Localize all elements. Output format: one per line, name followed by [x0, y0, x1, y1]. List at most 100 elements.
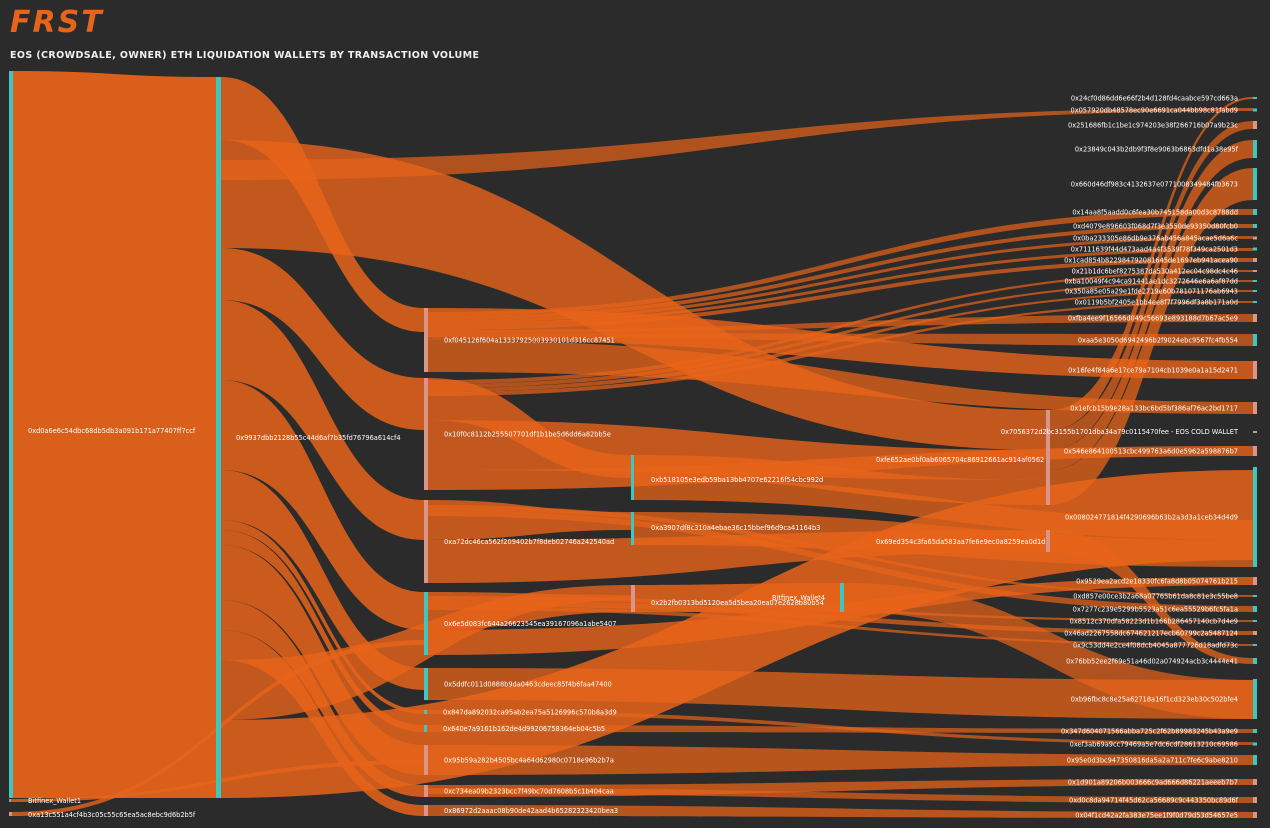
flow-link: [221, 380, 424, 630]
sankey-node[interactable]: [840, 583, 844, 612]
sankey-node[interactable]: [1253, 236, 1257, 240]
sankey-node[interactable]: [1253, 620, 1257, 622]
flow-link: [428, 270, 1253, 384]
sankey-node[interactable]: [1253, 446, 1257, 456]
sankey-node[interactable]: [1253, 121, 1257, 129]
sankey-node[interactable]: [1253, 301, 1257, 303]
sankey-node[interactable]: [216, 77, 221, 798]
sankey-node[interactable]: [424, 500, 428, 583]
sankey-node[interactable]: [1046, 410, 1050, 505]
sankey-node[interactable]: [424, 725, 427, 732]
flow-link: [221, 248, 424, 430]
sankey-node[interactable]: [9, 71, 13, 798]
sankey-node[interactable]: [1253, 168, 1257, 200]
sankey-node[interactable]: [1253, 779, 1257, 785]
flow-link: [428, 308, 1253, 379]
node-label: 0xb518105e3edb59ba13bb4707e62216f54cbc99…: [651, 476, 823, 484]
node-label: 0x95e0d3bc947350816da5a2a711c7fe6c9abe82…: [1067, 756, 1238, 764]
node-label: 0x008024771814f4290696b63b2a3d3a1ceb34d4…: [1065, 513, 1238, 521]
sankey-node[interactable]: [1253, 679, 1257, 719]
sankey-node[interactable]: [631, 512, 634, 545]
node-label: 0x1efcb15b9e28a133bc6bd5bf386af76ac2bd17…: [1070, 404, 1238, 412]
sankey-node[interactable]: [1253, 797, 1257, 803]
node-label: 0x847da892032ca95ab2ea75a5126996c570b8a3…: [443, 708, 617, 716]
node-label: 0x0ba233305e86db9e376ab456a845acae5d6a6c: [1073, 234, 1238, 242]
sankey-node[interactable]: [1253, 742, 1257, 746]
flow-link: [221, 530, 424, 732]
sankey-node[interactable]: [1253, 314, 1257, 322]
sankey-node[interactable]: [1253, 290, 1257, 292]
sankey-node[interactable]: [1253, 729, 1257, 733]
node-label: 0xf045126f604a13337925003930101d316cc874…: [444, 336, 615, 344]
flow-link: [428, 745, 1253, 775]
sankey-node[interactable]: [1253, 812, 1257, 818]
flow-link: [221, 520, 424, 714]
sankey-node[interactable]: [424, 378, 428, 490]
flow-link: [428, 340, 1253, 414]
diagram-title: EOS (CROWDSALE, OWNER) ETH LIQUIDATION W…: [10, 50, 480, 61]
sankey-node[interactable]: [1253, 108, 1257, 112]
sankey-node[interactable]: [1253, 631, 1257, 635]
sankey-node[interactable]: [1253, 431, 1257, 433]
sankey-node[interactable]: [424, 745, 428, 775]
node-label: 0xd0c8da94714f45d62ca56689c9c443350bc89d…: [1069, 796, 1239, 804]
sankey-node[interactable]: [424, 308, 428, 372]
sankey-node[interactable]: [1253, 280, 1257, 282]
flow-link: [13, 71, 216, 798]
sankey-node[interactable]: [1253, 224, 1257, 228]
flow-link: [428, 280, 1253, 388]
sankey-node[interactable]: [1253, 247, 1257, 251]
node-label: 0xfe652ae0bf0ab6065704c86912661ac914af05…: [876, 456, 1044, 464]
flow-link: [428, 505, 1253, 597]
node-label: 0x69ed354c3fa65da583aa7fe6e9ec0a8259ea0d…: [876, 538, 1045, 546]
sankey-node[interactable]: [1253, 334, 1257, 346]
flow-link: [428, 290, 1253, 392]
sankey-node[interactable]: [1253, 140, 1257, 158]
node-label: 0xa72dc46ca562f209402b7f8deb02746a242540…: [444, 538, 614, 546]
sankey-node[interactable]: [424, 805, 428, 816]
sankey-node[interactable]: [1253, 209, 1257, 215]
sankey-node[interactable]: [631, 585, 635, 612]
sankey-node[interactable]: [424, 710, 427, 714]
node-label: 0xba10049f4c94ca91441ae1dc3272646e6a6af8…: [1064, 277, 1238, 285]
sankey-node[interactable]: [1253, 755, 1257, 765]
sankey-node[interactable]: [1253, 658, 1257, 664]
sankey-node[interactable]: [1253, 97, 1257, 99]
node-label: 0x8512c370dfa58223d1b166b286457140cb7d4e…: [1070, 617, 1238, 625]
node-label: 0x16fe4f84a6e17ce79a7104cb1039e0a1a15d24…: [1068, 366, 1238, 374]
sankey-node[interactable]: [1253, 577, 1257, 585]
node-label: 0xd0a6e6c54dbc68db5db3a091b171a77407ff7c…: [28, 427, 196, 435]
sankey-node[interactable]: [631, 455, 634, 500]
sankey-node[interactable]: [1253, 258, 1257, 262]
flow-link: [428, 236, 1253, 323]
flow-link: [428, 805, 1253, 818]
sankey-node[interactable]: [1253, 606, 1257, 612]
node-label: 0x04f1cd42a2fa383e75ee1f9f0d79d53d54657e…: [1075, 811, 1238, 819]
node-label: 0x350a85e05a29e1fde2719e60b781071176ab69…: [1065, 287, 1238, 295]
node-label: 0xd857e00ce3b2a68a07765b61da8c81e3c55be8: [1073, 592, 1238, 600]
sankey-node[interactable]: [1046, 530, 1050, 552]
sankey-node[interactable]: [1253, 644, 1257, 646]
flow-link: [634, 478, 1253, 540]
sankey-node[interactable]: [1253, 361, 1257, 379]
sankey-node[interactable]: [1253, 402, 1257, 414]
sankey-node[interactable]: [1253, 467, 1257, 567]
node-label: 0x9c53dd4e2ce4f08dcb4045a877726d18adfd73…: [1073, 641, 1238, 649]
node-label: 0x14aa8f5aadd0c6fea30b745158da00d3c8788d…: [1072, 208, 1238, 216]
sankey-node[interactable]: [9, 812, 12, 816]
sankey-node[interactable]: [424, 592, 428, 655]
flow-link: [844, 583, 1253, 719]
sankey-node[interactable]: [424, 785, 428, 797]
node-label: 0x546e864100513cbc499763a6d0e5962a598876…: [1064, 447, 1238, 455]
node-label: 0x5ddfc011d0888b9da0463cdeec85f4b6faa474…: [444, 680, 612, 688]
sankey-node[interactable]: [1253, 270, 1257, 272]
node-label: 0x0119b5bf2405e1bb4ee8f7f7996df3a8b171a0…: [1075, 298, 1238, 306]
node-label: 0xa3907df8c310a4ebae36c15bbef96d9ca41164…: [651, 524, 820, 532]
node-label: 0x6e5d083fc644a26623545ea39167096a1abe54…: [444, 620, 616, 628]
flow-link: [1050, 121, 1253, 450]
sankey-node[interactable]: [424, 668, 428, 700]
flow-link: [428, 510, 1253, 612]
sankey-node[interactable]: [9, 799, 11, 802]
sankey-node[interactable]: [1253, 595, 1257, 597]
